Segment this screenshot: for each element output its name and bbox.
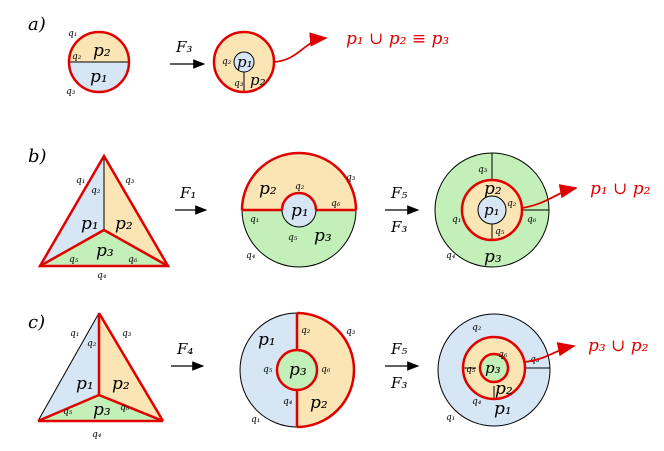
row-c-op2-bottom: F₃ (390, 374, 407, 392)
region-p2: p₂ (259, 179, 277, 199)
row-a-left-circle: p₂ p₁ q₁ q₂ q₃ (66, 29, 131, 97)
region-p3: p₃ (93, 400, 111, 420)
region-p3: p₃ (314, 226, 332, 246)
region-p3: p₃ (485, 359, 501, 377)
region-p1: p₁ (237, 53, 253, 71)
edge-q2: q₂ (295, 182, 305, 192)
edge-q3: q₃ (234, 79, 244, 89)
region-p2: p₂ (93, 41, 111, 61)
row-c-right-circle: p₁ p₂ p₃ q₁ q₂ q₃ q₄ q₅ q₆ (437, 313, 551, 427)
edge-q5: q₅ (288, 233, 298, 243)
row-b-op1: F₁ (179, 184, 196, 202)
edge-q5: q₅ (69, 255, 79, 265)
region-p1: p₁ (258, 330, 276, 350)
edge-q3: q₃ (66, 87, 76, 97)
edge-q5: q₅ (63, 407, 73, 417)
edge-q5: q₅ (466, 365, 476, 375)
region-p1: p₁ (484, 201, 500, 219)
edge-q3: q₃ (346, 327, 356, 337)
edge-q5: q₅ (495, 227, 505, 237)
region-p2: p₂ (250, 71, 266, 89)
edge-q5: q₅ (263, 365, 273, 375)
edge-q4: q₄ (97, 271, 107, 281)
row-a-result: p₁ ∪ p₂ ≡ p₃ (346, 29, 449, 49)
edge-q1: q₁ (68, 29, 77, 39)
row-a-op: F₃ (175, 38, 192, 56)
row-b-triangle: p₁ p₂ p₃ q₁ q₂ q₃ q₄ q₅ q₆ (37, 153, 171, 281)
row-b-result-arrow (521, 184, 578, 209)
edge-q6: q₆ (120, 403, 130, 413)
row-c-triangle: p₁ p₂ p₃ q₁ q₂ q₃ q₄ q₅ q₆ (37, 312, 165, 440)
edge-q4: q₄ (283, 397, 293, 407)
row-a: a) p₂ p₁ q₁ q₂ q₃ F₃ p₁ p₂ q₂ q₃ (28, 14, 449, 97)
row-a-label: a) (28, 14, 46, 35)
row-b-label: b) (28, 146, 47, 167)
row-c-result-arrow (523, 342, 576, 363)
row-c-op2-top: F₅ (390, 340, 407, 358)
edge-q4: q₄ (246, 251, 256, 261)
edge-q4: q₄ (472, 397, 482, 407)
edge-q3: q₃ (125, 176, 135, 186)
row-c: c) p₁ p₂ p₃ q₁ q₂ q₃ q₄ q₅ q₆ F₄ (28, 311, 649, 440)
edge-q6: q₆ (128, 255, 138, 265)
region-p2: p₂ (495, 379, 513, 399)
edge-q1: q₁ (70, 329, 79, 339)
row-c-label: c) (28, 312, 45, 333)
edge-q3: q₃ (478, 165, 488, 175)
row-b-result: p₁ ∪ p₂ (590, 179, 651, 199)
row-c-result: p₃ ∪ p₂ (588, 336, 649, 356)
row-b-right-circle: p₁ p₂ p₃ q₁ q₂ q₃ q₄ q₅ q₆ (434, 152, 550, 268)
edge-q6: q₆ (331, 199, 341, 209)
edge-q1: q₁ (76, 176, 85, 186)
edge-q4: q₄ (92, 430, 102, 440)
region-p2: p₂ (484, 179, 502, 199)
row-a-result-arrow (273, 32, 328, 63)
edge-q2: q₂ (222, 57, 232, 67)
edge-q6: q₆ (498, 350, 508, 360)
region-p2: p₂ (115, 214, 133, 234)
edge-q1: q₁ (446, 413, 455, 423)
region-p3: p₃ (484, 247, 502, 267)
row-c-middle-circle: p₁ p₂ p₃ q₁ q₂ q₃ q₄ q₅ q₆ (239, 311, 356, 429)
edge-q1: q₁ (250, 215, 259, 225)
row-b: b) p₁ p₂ p₃ q₁ q₂ q₃ q₄ q₅ q₆ F₁ (28, 146, 651, 281)
region-p1: p₁ (90, 67, 108, 87)
edge-q2: q₂ (91, 186, 101, 196)
edge-q2: q₂ (72, 52, 82, 62)
region-p2: p₂ (112, 374, 130, 394)
row-c-op1: F₄ (176, 340, 193, 358)
region-p1: p₁ (76, 374, 94, 394)
edge-q2: q₂ (87, 339, 97, 349)
region-p2: p₂ (310, 393, 328, 413)
row-b-op2-top: F₅ (390, 184, 407, 202)
edge-q2: q₂ (507, 199, 517, 209)
edge-q1: q₁ (251, 415, 260, 425)
edge-q2: q₂ (472, 323, 482, 333)
edge-q2: q₂ (301, 326, 311, 336)
region-p3: p₃ (289, 360, 307, 380)
row-b-op2-bottom: F₃ (390, 218, 407, 236)
edge-q6: q₆ (321, 365, 331, 375)
edge-q3: q₃ (122, 329, 132, 339)
edge-q4: q₄ (446, 251, 456, 261)
edge-q3: q₃ (346, 173, 356, 183)
region-p1: p₁ (291, 201, 309, 221)
region-p1: p₁ (494, 399, 512, 419)
region-p3: p₃ (96, 241, 114, 261)
edge-q6: q₆ (527, 215, 537, 225)
region-p1: p₁ (81, 214, 99, 234)
edge-q1: q₁ (452, 215, 461, 225)
row-a-right-circle: p₁ p₂ q₂ q₃ (212, 30, 276, 94)
row-b-middle-circle: p₁ p₂ p₃ q₁ q₂ q₃ q₄ q₅ q₆ (240, 151, 358, 268)
